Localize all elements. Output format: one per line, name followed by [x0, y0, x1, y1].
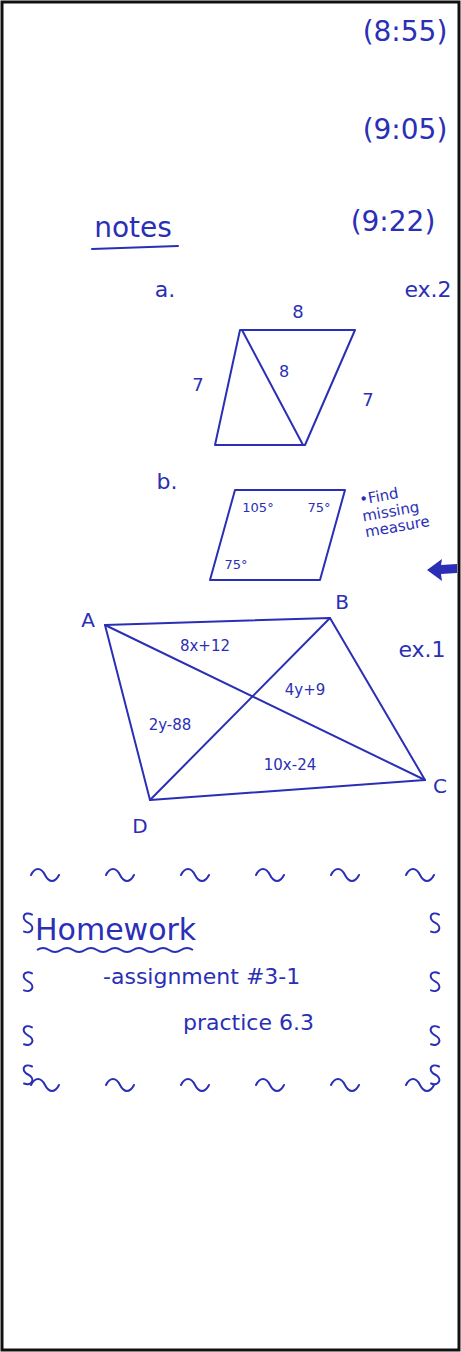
- example-number: ex.1: [398, 638, 445, 662]
- homework-item: -assignment #3-1: [103, 965, 300, 989]
- figure-ex1-parallelogram: [105, 618, 425, 800]
- part-letter: a.: [155, 278, 175, 302]
- segment-expression: 4y+9: [284, 682, 327, 699]
- figure-ex1-diagonal: [105, 625, 425, 780]
- homework-item: practice 6.3: [183, 1011, 314, 1035]
- vertex-label: D: [132, 815, 147, 837]
- time-stamp: (9:05): [363, 115, 448, 146]
- notes-heading: notes: [94, 213, 172, 244]
- pointer-arrow: [427, 559, 457, 581]
- segment-expression: 8x+12: [179, 638, 231, 655]
- tilde-mark: [31, 1079, 59, 1091]
- angle-measure: 75°: [223, 558, 248, 572]
- side-length: 8: [291, 302, 304, 322]
- tilde-mark: [106, 869, 134, 881]
- segment-expression: 10x-24: [263, 757, 317, 774]
- tilde-mark: [406, 869, 434, 881]
- tilde-mark: [106, 1079, 134, 1091]
- wavy-underline: [37, 948, 193, 952]
- figure-a-quadrilateral: [215, 330, 355, 445]
- s-mark: [24, 1065, 33, 1084]
- tilde-mark: [31, 869, 59, 881]
- time-stamp: (8:55): [363, 17, 448, 48]
- s-mark: [431, 1026, 440, 1045]
- s-mark: [431, 972, 440, 991]
- figure-b-parallelogram: [210, 490, 345, 580]
- side-length: 8: [278, 363, 290, 381]
- time-stamp: (9:22): [351, 207, 436, 238]
- vertex-label: B: [335, 591, 349, 613]
- tilde-mark: [406, 1079, 434, 1091]
- homework-heading: Homework: [35, 913, 196, 946]
- s-mark: [431, 1065, 440, 1084]
- homework-box: Homework -assignment #3-1 practice 6.3: [15, 855, 450, 1100]
- side-length: 7: [361, 390, 374, 410]
- s-mark: [431, 914, 440, 933]
- part-letter: b.: [157, 470, 178, 494]
- tilde-mark: [256, 869, 284, 881]
- vertex-label: C: [433, 775, 447, 797]
- angle-measure: 105°: [241, 501, 274, 515]
- instruction-note: •Find missing measure: [358, 478, 443, 540]
- s-mark: [24, 914, 33, 933]
- tilde-mark: [331, 869, 359, 881]
- side-length: 7: [191, 375, 204, 395]
- tilde-mark: [331, 1079, 359, 1091]
- s-mark: [24, 1026, 33, 1045]
- s-mark: [24, 972, 33, 991]
- segment-expression: 2y-88: [148, 717, 193, 734]
- tilde-mark: [181, 1079, 209, 1091]
- figure-ex1-diagonal: [150, 618, 330, 800]
- figure-a-diagonal: [242, 330, 303, 445]
- heading-underline: [92, 246, 178, 249]
- tilde-mark: [256, 1079, 284, 1091]
- tilde-mark: [181, 869, 209, 881]
- angle-measure: 75°: [306, 501, 331, 515]
- example-number: ex.2: [404, 278, 451, 302]
- vertex-label: A: [81, 609, 95, 631]
